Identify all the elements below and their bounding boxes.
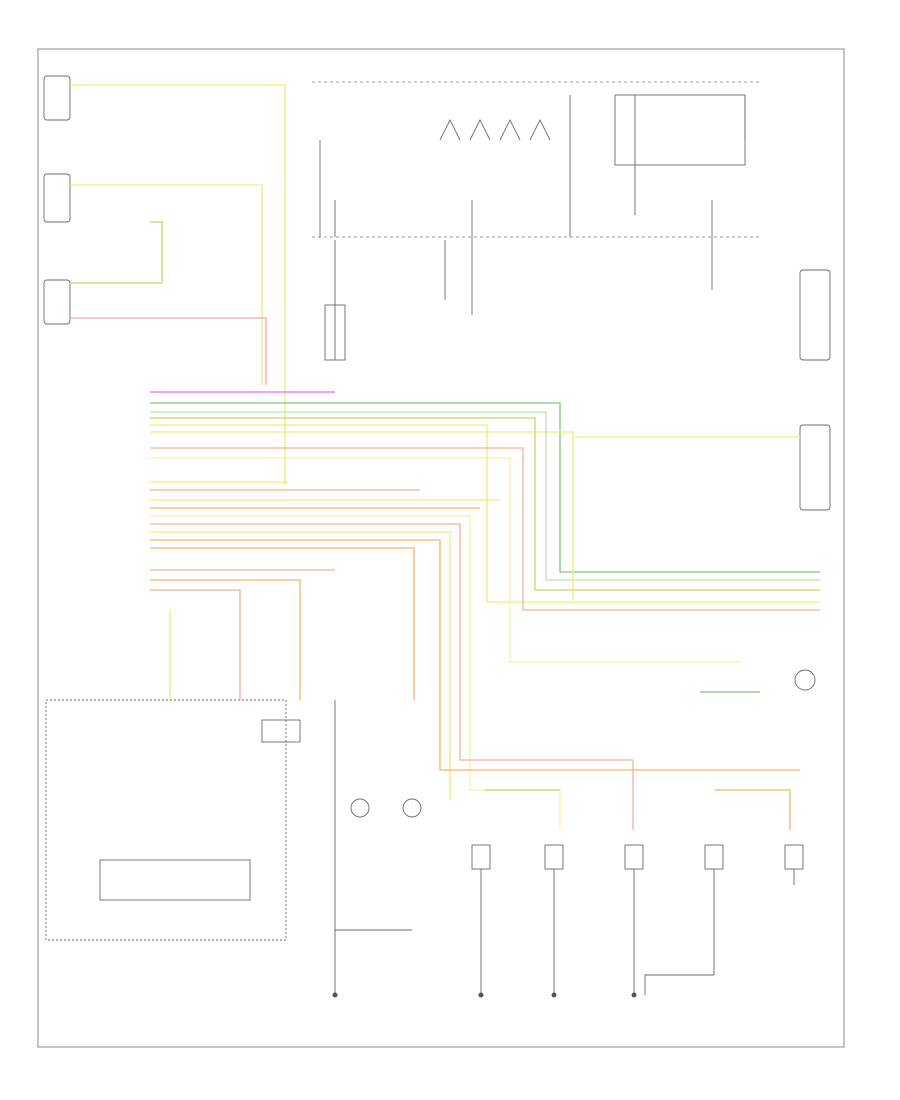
lamp-icon (624, 844, 644, 870)
lamp-icon (43, 75, 71, 121)
lamp-icon (324, 304, 346, 361)
lamp-icon (402, 798, 422, 818)
horn-icon (794, 669, 816, 691)
colored-wires (70, 84, 820, 830)
lamp-icon (544, 844, 564, 870)
lamp-icon (471, 844, 491, 870)
lamp-icon (350, 798, 370, 818)
lamp-icon (43, 279, 71, 325)
top-switches (319, 94, 746, 361)
bottom-components (45, 699, 804, 998)
lamp-icon (43, 173, 71, 223)
ground-icon (332, 992, 637, 998)
lamp-icon (799, 424, 831, 511)
switch-icon (261, 719, 301, 743)
right-lamps (794, 269, 831, 691)
lamp-icon (799, 269, 831, 361)
left-lamps (43, 75, 71, 325)
lamp-icon (704, 844, 724, 870)
lamp-icon (784, 844, 804, 870)
diagram-frame (37, 48, 845, 1048)
